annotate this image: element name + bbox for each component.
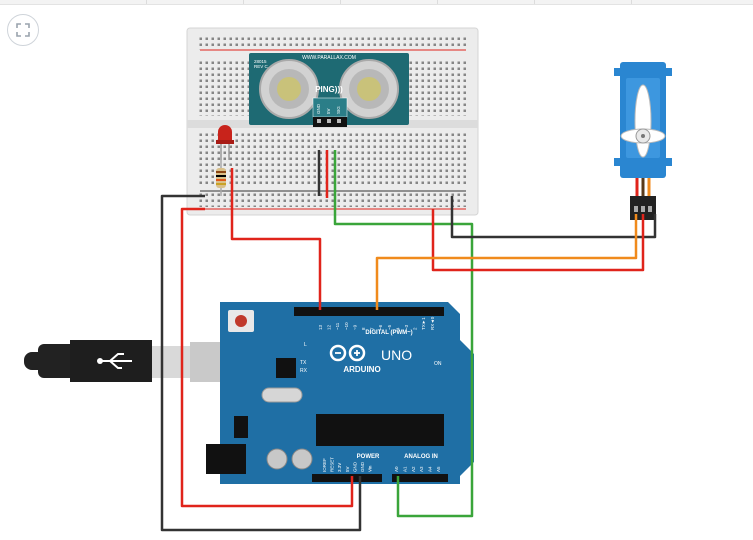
red-led[interactable] [216, 125, 234, 160]
digital-pin-label-4: ~9 [352, 324, 357, 330]
ping-pin-gnd: GND [316, 103, 321, 114]
resistor[interactable] [216, 160, 226, 196]
power-pin-label-3: 5V [345, 466, 350, 472]
power-pin-label-4: GND [352, 461, 357, 472]
digital-pin-label-2: ~11 [335, 322, 340, 330]
wire-red-rail-to-servo [431, 209, 645, 272]
ping-rev: 28015 [254, 59, 267, 64]
usb-icon [97, 353, 132, 369]
fit-to-view-button[interactable] [7, 14, 39, 46]
power-pin-label-6: Vin [368, 465, 373, 472]
barrel-jack [206, 444, 246, 474]
power-pin-label-5: GND [360, 461, 365, 472]
digital-pin-label-5: 8 [361, 327, 366, 330]
rx-label: RX [300, 368, 308, 374]
analog-pin-label-2: A2 [411, 466, 416, 472]
ping-rev2: REV C [254, 64, 269, 69]
power-header [312, 474, 382, 482]
ping-pin-5v: 5V [326, 108, 331, 114]
ping-model: PING))) [315, 85, 343, 94]
power-pin-label-1: RESET [330, 457, 335, 472]
analog-header [392, 474, 448, 482]
digital-pin-label-7: ~6 [378, 324, 383, 330]
analog-pin-label-0: A0 [394, 466, 399, 472]
wire-green-ping-sig-to-a0 [333, 150, 474, 518]
analog-pin-label-5: A5 [436, 466, 441, 472]
arduino-brand: ARDUINO [343, 365, 380, 374]
wire-red-rail-to-5v [180, 207, 354, 508]
digital-header [294, 307, 444, 316]
power-label: POWER [357, 454, 380, 460]
arduino-uno-board[interactable]: DIGITAL (PWM~) ARDUINO UNO ON TX RX L PO… [206, 302, 474, 484]
on-led-label: ON [434, 361, 442, 367]
usb-cable[interactable] [24, 340, 232, 382]
digital-pin-label-13: RX◄0 [430, 316, 435, 330]
tx-label: TX [300, 360, 307, 366]
reset-button[interactable] [235, 315, 247, 327]
atmega-chip [316, 414, 444, 446]
wire-black-rail-to-gnd [160, 194, 362, 532]
analog-pin-label-3: A3 [419, 466, 424, 472]
digital-pin-label-11: 2 [413, 327, 418, 330]
wires[interactable] [160, 150, 657, 532]
digital-pin-label-0: 13 [318, 324, 323, 330]
ping-pin-sig: SIG [336, 106, 341, 114]
top-toolbar-strip [0, 0, 753, 5]
digital-pin-label-6: 7 [370, 327, 375, 330]
analog-pin-label-1: A1 [402, 466, 407, 472]
digital-pin-label-9: 4 [395, 327, 400, 330]
digital-pwm-label: DIGITAL (PWM~) [365, 330, 412, 336]
digital-pin-label-12: TX►1 [421, 317, 426, 330]
digital-pin-label-10: ~3 [404, 324, 409, 330]
analog-pin-label-4: A4 [428, 466, 433, 472]
digital-pin-label-1: 12 [327, 324, 332, 330]
analog-in-label: ANALOG IN [404, 454, 438, 460]
power-pin-label-0: IOREF [322, 458, 327, 472]
digital-pin-label-8: ~5 [387, 324, 392, 330]
servo-horn[interactable] [620, 84, 666, 158]
power-pin-label-2: 3.3V [337, 463, 342, 472]
fit-to-view-icon [16, 23, 30, 37]
ping-ultrasonic-sensor[interactable]: WWW.PARALLAX.COM 28015 REV C PING))) GND… [249, 53, 409, 127]
wire-red-led-to-d13 [230, 168, 322, 310]
ping-vendor: WWW.PARALLAX.COM [302, 55, 356, 61]
digital-pin-label-3: ~10 [344, 322, 349, 330]
l-led-label: L [304, 342, 307, 348]
wire-orange-d7-to-servo [375, 214, 638, 310]
wire-black-rail-to-servo [450, 196, 657, 239]
micro-servo[interactable] [614, 62, 672, 220]
arduino-logo [329, 344, 366, 362]
arduino-model: UNO [381, 347, 412, 363]
